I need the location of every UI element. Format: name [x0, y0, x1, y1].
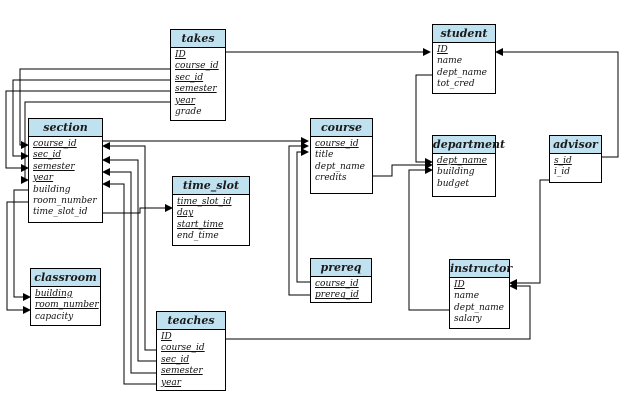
- entity-title: takes: [171, 30, 225, 48]
- attribute: salary: [454, 314, 482, 325]
- attribute: time_slot_id: [33, 207, 88, 218]
- primary-key-attribute: ID: [454, 280, 465, 290]
- connector-instructor-department: [408, 166, 449, 311]
- entity-title: section: [29, 119, 102, 137]
- attribute: dept_name: [437, 67, 487, 78]
- connector-takes-section-course-id: [19, 68, 170, 149]
- entity-title: course: [311, 119, 372, 137]
- connector-takes-section-year: [21, 101, 170, 184]
- attribute: dept_name: [454, 302, 504, 313]
- primary-key-attribute: s_id: [554, 156, 572, 166]
- attribute: dept_name: [315, 161, 365, 172]
- primary-key-attribute: course_id: [33, 139, 77, 149]
- primary-key-attribute: room_number: [35, 300, 99, 311]
- primary-key-attribute: ID: [175, 50, 186, 60]
- connector-section-time-slot: [103, 204, 173, 214]
- primary-key-attribute: course_id: [175, 61, 219, 72]
- primary-key-attribute: day: [177, 208, 194, 219]
- connector-advisor-student: [495, 48, 619, 158]
- entity-title: department: [433, 136, 505, 154]
- entity-title: time_slot: [173, 177, 249, 195]
- attribute: end_time: [177, 231, 219, 242]
- entity-title: instructor: [450, 260, 512, 278]
- attribute: title: [315, 150, 334, 161]
- attribute: building: [33, 184, 71, 195]
- primary-key-attribute: dept_name: [437, 156, 487, 166]
- primary-key-attribute: time_slot_id: [177, 197, 232, 207]
- primary-key-attribute: year: [33, 173, 54, 184]
- primary-key-attribute: prereq_id: [315, 290, 359, 301]
- connector-takes-section-sec-id: [12, 79, 170, 160]
- connector-section-classroom-room: [6, 201, 31, 314]
- attribute: name: [437, 56, 463, 67]
- primary-key-attribute: semester: [161, 366, 203, 377]
- attribute: budget: [437, 178, 470, 189]
- primary-key-attribute: semester: [175, 84, 217, 95]
- primary-key-attribute: building: [35, 289, 73, 299]
- attribute: tot_cred: [437, 79, 475, 90]
- primary-key-attribute: year: [175, 95, 196, 106]
- entity-title: prereq: [311, 259, 371, 277]
- entity-title: classroom: [31, 269, 100, 287]
- connector-course-department: [373, 161, 433, 177]
- entity-title: advisor: [550, 136, 601, 154]
- primary-key-attribute: semester: [33, 161, 75, 172]
- primary-key-attribute: start_time: [177, 219, 224, 230]
- primary-key-attribute: course_id: [315, 279, 359, 289]
- connector-teaches-section-semester: [102, 168, 156, 374]
- connector-advisor-instructor: [509, 179, 549, 287]
- primary-key-attribute: sec_id: [33, 150, 62, 161]
- connector-section-classroom-building: [13, 189, 31, 301]
- attribute: capacity: [35, 311, 74, 322]
- entity-title: student: [433, 25, 495, 43]
- connector-teaches-section-year: [102, 180, 156, 385]
- connector-teaches-section-course-id: [102, 142, 156, 351]
- primary-key-attribute: year: [161, 377, 182, 388]
- foreign-key-connectors: [5, 48, 619, 385]
- attribute: room_number: [33, 196, 97, 207]
- attribute: name: [454, 291, 480, 302]
- connector-student-department: [415, 74, 433, 166]
- primary-key-attribute: sec_id: [175, 72, 204, 83]
- connector-takes-section-semester: [5, 90, 170, 172]
- entity-title: teaches: [157, 312, 225, 330]
- primary-key-attribute: course_id: [161, 343, 205, 354]
- connector-prereq-course-id: [296, 148, 310, 283]
- connector-prereq-prereq-id: [288, 142, 310, 296]
- connector-teaches-section-sec-id: [102, 156, 156, 362]
- attribute: grade: [175, 107, 202, 118]
- primary-key-attribute: ID: [437, 45, 448, 55]
- primary-key-attribute: course_id: [315, 139, 359, 149]
- attribute: credits: [315, 173, 347, 184]
- attribute: building: [437, 167, 475, 178]
- attribute: i_id: [554, 167, 571, 178]
- connector-teaches-instructor: [226, 282, 531, 340]
- primary-key-attribute: sec_id: [161, 354, 190, 365]
- primary-key-attribute: ID: [161, 332, 172, 342]
